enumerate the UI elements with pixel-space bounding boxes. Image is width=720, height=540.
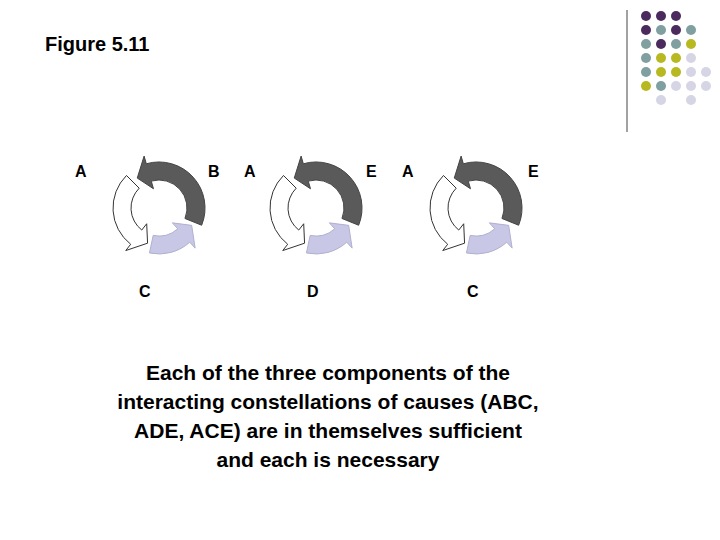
decor-dot [671,53,681,63]
cause-letter: E [366,163,377,181]
lavender-arrow [466,223,512,254]
white-arrow [430,175,465,250]
decor-dot [641,39,651,49]
cause-letter: C [139,283,151,301]
decor-dot [641,53,651,63]
cause-letter: A [402,163,414,181]
decor-dot [656,39,666,49]
cause-letter: A [75,163,87,181]
decor-dot [656,81,666,91]
figure-title: Figure 5.11 [45,33,150,56]
decor-dot [641,81,651,91]
decor-dot [641,11,651,21]
divider-line [627,10,628,132]
cause-letter: C [467,283,479,301]
decor-dot [686,53,696,63]
decor-dot [671,25,681,35]
cause-letter: A [244,163,256,181]
cause-letter: E [528,163,539,181]
decor-dot [641,25,651,35]
decor-dot [701,81,711,91]
dark-arrow [294,156,362,225]
decor-dot [656,95,666,105]
decor-dot [656,53,666,63]
decor-dot [656,67,666,77]
dark-arrow [137,156,205,225]
cause-letter: D [307,283,319,301]
figure-caption: Each of the three components of the inte… [113,358,543,474]
decor-dot [656,25,666,35]
decor-dot [671,11,681,21]
decor-dot [641,67,651,77]
cycle-arrows [113,156,522,254]
lavender-arrow [306,223,352,254]
decor-dot [656,11,666,21]
decor-dot [701,67,711,77]
decor-dot [686,39,696,49]
decor-dot [671,81,681,91]
cause-letter: B [208,163,220,181]
lavender-arrow [149,223,195,254]
decor-dot [686,95,696,105]
decor-dot [686,81,696,91]
white-arrow [270,175,305,250]
decor-dot [671,39,681,49]
decor-dot [686,67,696,77]
decor-dot [671,67,681,77]
white-arrow [113,175,148,250]
dark-arrow [454,156,522,225]
dot-grid [641,11,711,105]
decor-dot [686,25,696,35]
